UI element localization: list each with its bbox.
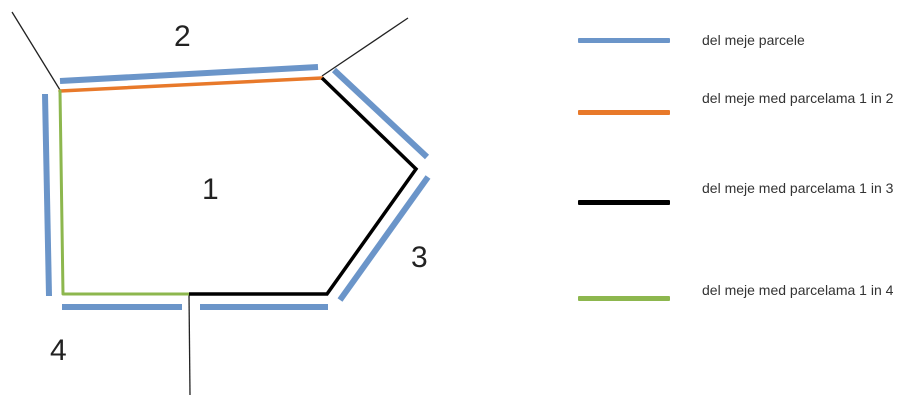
legend-label-parcel-border: del meje parcele [702,32,805,48]
legend-label-border-1-2: del meje med parcelama 1 in 2 [702,90,894,106]
legend-swatch-border-1-3 [578,200,670,205]
border-1-3 [189,76,419,296]
legend-label-border-1-4: del meje med parcelama 1 in 4 [702,282,894,298]
parcel-border-upper-right [331,67,430,160]
parcel-number-4: 4 [50,334,67,367]
survey-line-bottom [188,293,191,396]
parcel-border-left [42,93,52,297]
parcel-border-lower-right [337,175,431,302]
legend-swatch-border-1-2 [578,110,670,115]
survey-line-top-right [321,17,409,77]
parcel-number-3: 3 [411,241,428,274]
parcel-border-top [59,64,319,84]
legend-swatch-border-1-4 [578,296,670,301]
border-1-4 [58,89,191,296]
parcel-number-2: 2 [174,20,191,53]
parcel-number-1: 1 [202,173,219,206]
legend-swatch-parcel-border [578,38,670,43]
parcel-border-segments [42,64,431,310]
border-1-2 [58,76,324,93]
survey-line-top-left [11,11,61,91]
legend-label-border-1-3: del meje med parcelama 1 in 3 [702,180,894,196]
